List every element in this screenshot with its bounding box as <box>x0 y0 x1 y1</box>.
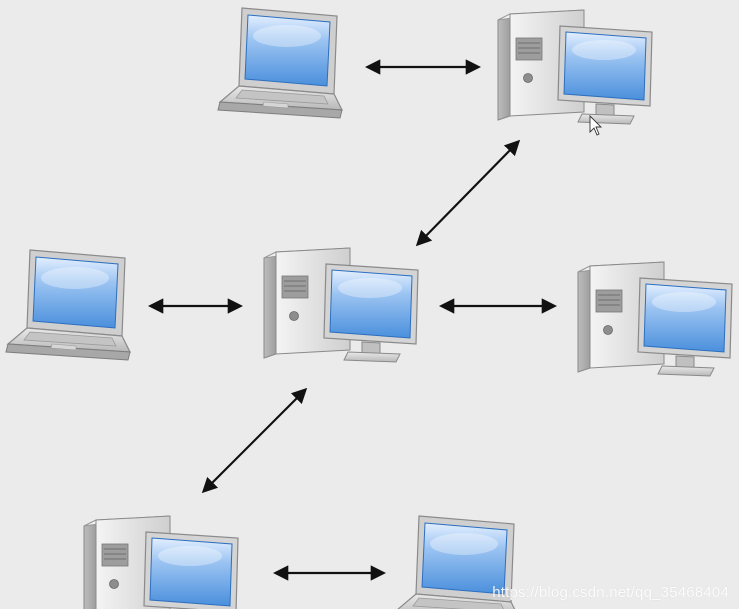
edge-desktop-center-to-desktop-top-right <box>415 139 521 247</box>
laptop-icon <box>5 249 131 361</box>
desktop-icon <box>263 247 419 363</box>
edges <box>147 59 558 581</box>
desktop-icon <box>497 9 653 125</box>
edge-desktop-center-to-desktop-bottom-left <box>201 387 308 494</box>
desktop-icon <box>83 515 239 609</box>
desktop-icon <box>577 261 733 377</box>
watermark-text: https://blog.csdn.net/qq_35468404 <box>492 584 729 601</box>
cursor-icon <box>589 114 603 136</box>
laptop-icon <box>217 7 343 119</box>
